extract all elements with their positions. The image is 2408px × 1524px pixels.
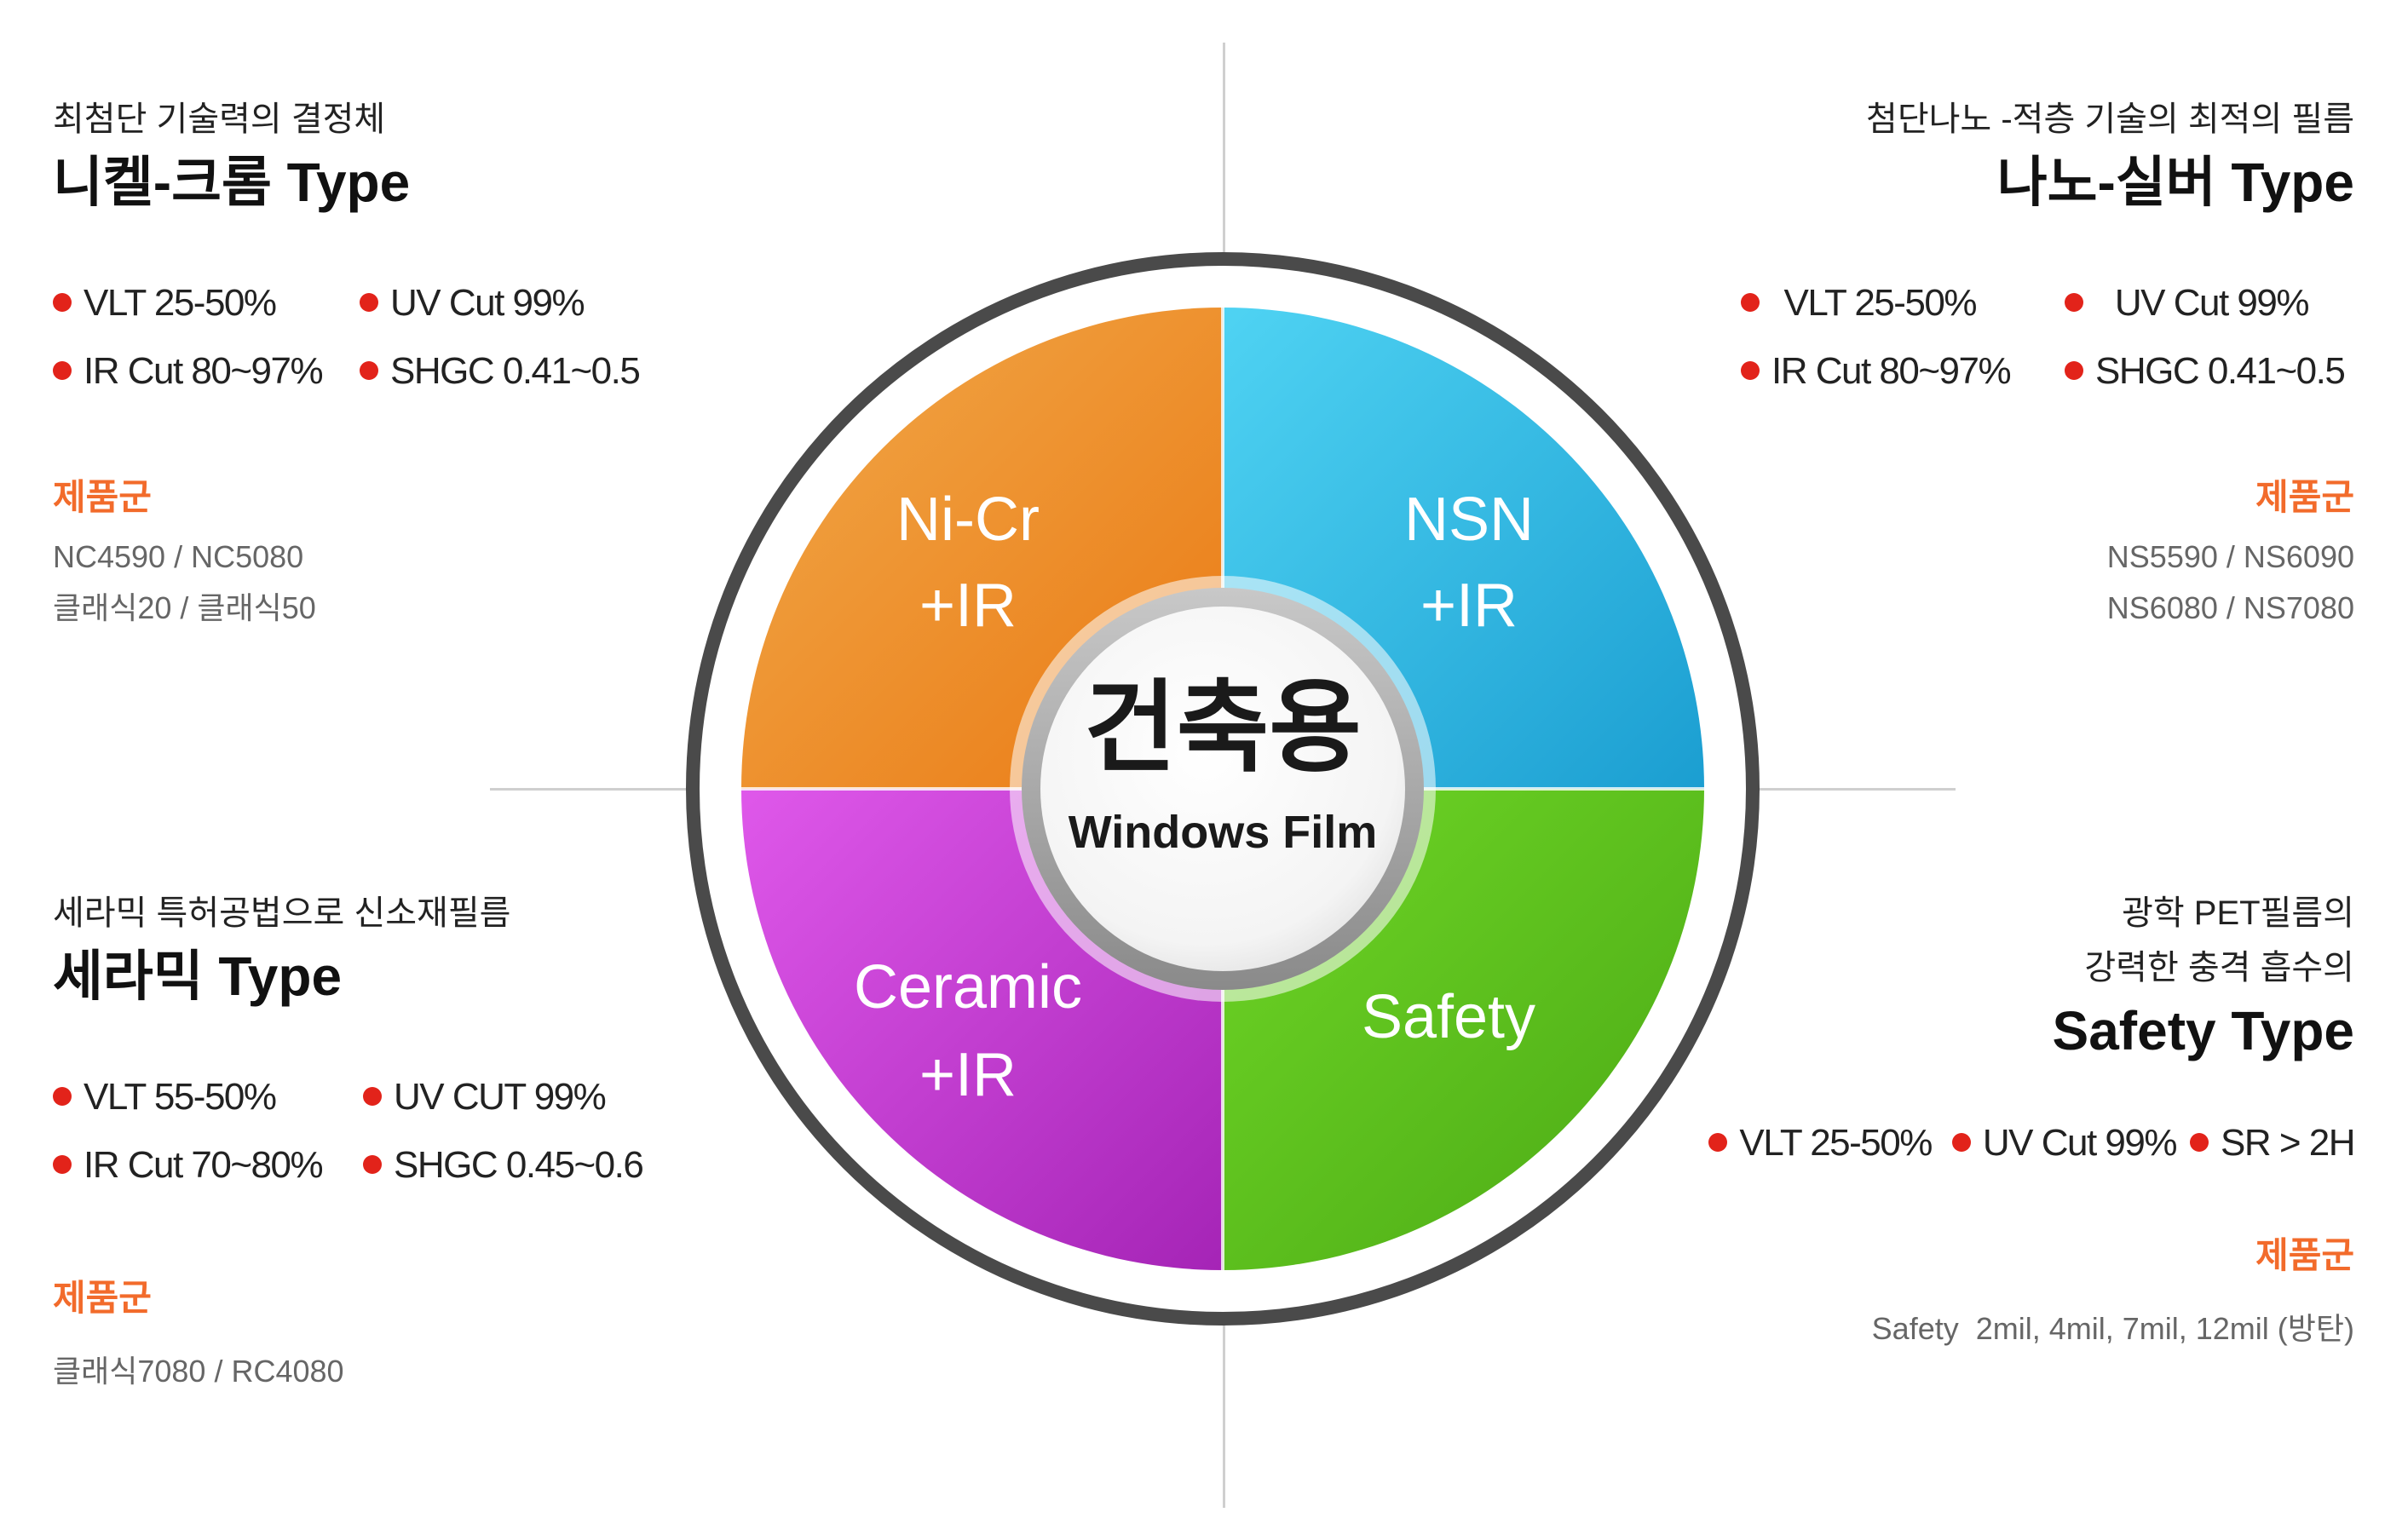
nano-subtitle: 첨단나노 -적층 기술의 최적의 필름	[1866, 101, 2354, 138]
safety-spec-sr: SR > 2H	[2189, 1109, 2356, 1177]
nano-group-label: 제품군	[2255, 477, 2354, 517]
bullet-icon	[1741, 361, 1760, 381]
safety-specs: VLT 25-50% UV Cut 99%SR > 2H	[1708, 1109, 2356, 1177]
nsn-label-line1: NSN	[1404, 486, 1534, 554]
bullet-icon	[53, 1087, 72, 1107]
nano-products-line2: NS6080 / NS7080	[2106, 590, 2354, 625]
safety-spec-vlt: VLT 25-50%	[1708, 1109, 1933, 1177]
nickel-spec-vlt: VLT 25-50%	[53, 269, 360, 337]
panel-safety: 광학 PET필름의 강력한 충격 흡수의 Safety Type VLT 25-…	[1708, 886, 2356, 1354]
nano-spec-uv: UV Cut 99%	[2065, 269, 2354, 337]
ceramic-subtitle: 세라믹 특허공법으로 신소재필름	[53, 894, 511, 932]
nickel-group-label: 제품군	[53, 477, 152, 517]
nano-spec-vlt: VLT 25-50%	[1741, 269, 2031, 337]
safety-subtitle-line1: 광학 PET필름의	[2122, 894, 2354, 932]
safety-label: Safety	[1362, 983, 1535, 1051]
safety-spec-uv: UV Cut 99%	[1951, 1109, 2177, 1177]
ceramic-label-line1: Ceramic	[854, 953, 1082, 1021]
bullet-icon	[2189, 1133, 2209, 1153]
nickel-products-line2: 클래식20 / 클래식50	[53, 590, 316, 625]
nano-spec-ir: IR Cut 80~97%	[1741, 337, 2031, 405]
nicr-label-line2: +IR	[919, 572, 1017, 640]
safety-group-label: 제품군	[2255, 1235, 2354, 1275]
panel-nickel-chrome: 최첨단 기술력의 결정체 니켈-크롬 Type VLT 25-50%UV Cut…	[53, 92, 641, 634]
nickel-specs: VLT 25-50%UV Cut 99% IR Cut 80~97%SHGC 0…	[53, 269, 641, 405]
safety-title: Safety Type	[2052, 1000, 2355, 1061]
ceramic-spec-uv: UV CUT 99%	[363, 1063, 607, 1131]
ceramic-products-line1: 클래식7080 / RC4080	[53, 1354, 344, 1389]
bullet-icon	[53, 293, 72, 313]
ceramic-label-line2: +IR	[919, 1041, 1017, 1109]
hub-face	[1040, 607, 1405, 971]
nickel-products-line1: NC4590 / NC5080	[53, 539, 304, 574]
ceramic-specs: VLT 55-50%UV CUT 99% IR Cut 70~80%SHGC 0…	[53, 1063, 644, 1199]
ceramic-spec-shgc: SHGC 0.45~0.6	[363, 1131, 644, 1199]
bullet-icon	[2065, 293, 2083, 313]
bullet-icon	[1708, 1133, 1728, 1153]
nano-spec-shgc: SHGC 0.41~0.5	[2065, 337, 2354, 405]
bullet-icon	[1951, 1133, 1971, 1153]
nickel-spec-shgc: SHGC 0.41~0.5	[360, 337, 641, 405]
bullet-icon	[53, 361, 72, 381]
nano-title: 나노-실버 Type	[1996, 152, 2354, 213]
bullet-icon	[363, 1155, 382, 1175]
ceramic-spec-vlt: VLT 55-50%	[53, 1063, 363, 1131]
panel-ceramic: 세라믹 특허공법으로 신소재필름 세라믹 Type VLT 55-50%UV C…	[53, 886, 644, 1397]
bullet-icon	[360, 293, 378, 313]
center-subtitle: Windows Film	[1069, 807, 1378, 858]
panel-nano-silver: 첨단나노 -적층 기술의 최적의 필름 나노-실버 Type VLT 25-50…	[1741, 92, 2354, 634]
nickel-title: 니켈-크롬 Type	[53, 152, 411, 213]
ceramic-group-label: 제품군	[53, 1278, 152, 1318]
nano-products-line1: NS5590 / NS6090	[2106, 539, 2354, 574]
bullet-icon	[2065, 361, 2083, 381]
nicr-label-line1: Ni-Cr	[896, 486, 1040, 554]
nickel-subtitle: 최첨단 기술력의 결정체	[53, 101, 386, 138]
bullet-icon	[360, 361, 378, 381]
bullet-icon	[1741, 293, 1760, 313]
nano-specs: VLT 25-50% UV Cut 99% IR Cut 80~97% SHGC 0…	[1741, 269, 2354, 405]
center-title: 건축용	[1084, 669, 1362, 786]
ceramic-spec-ir: IR Cut 70~80%	[53, 1131, 363, 1199]
nsn-label-line2: +IR	[1420, 572, 1518, 640]
bullet-icon	[53, 1155, 72, 1175]
bullet-icon	[363, 1087, 382, 1107]
nickel-spec-ir: IR Cut 80~97%	[53, 337, 360, 405]
safety-subtitle-line2: 강력한 충격 흡수의	[2084, 949, 2354, 986]
nickel-spec-uv: UV Cut 99%	[360, 269, 585, 337]
ceramic-title: 세라믹 Type	[53, 946, 343, 1007]
safety-products-line1: Safety 2mil, 4mil, 7mil, 12mil (방탄)	[1871, 1311, 2354, 1346]
